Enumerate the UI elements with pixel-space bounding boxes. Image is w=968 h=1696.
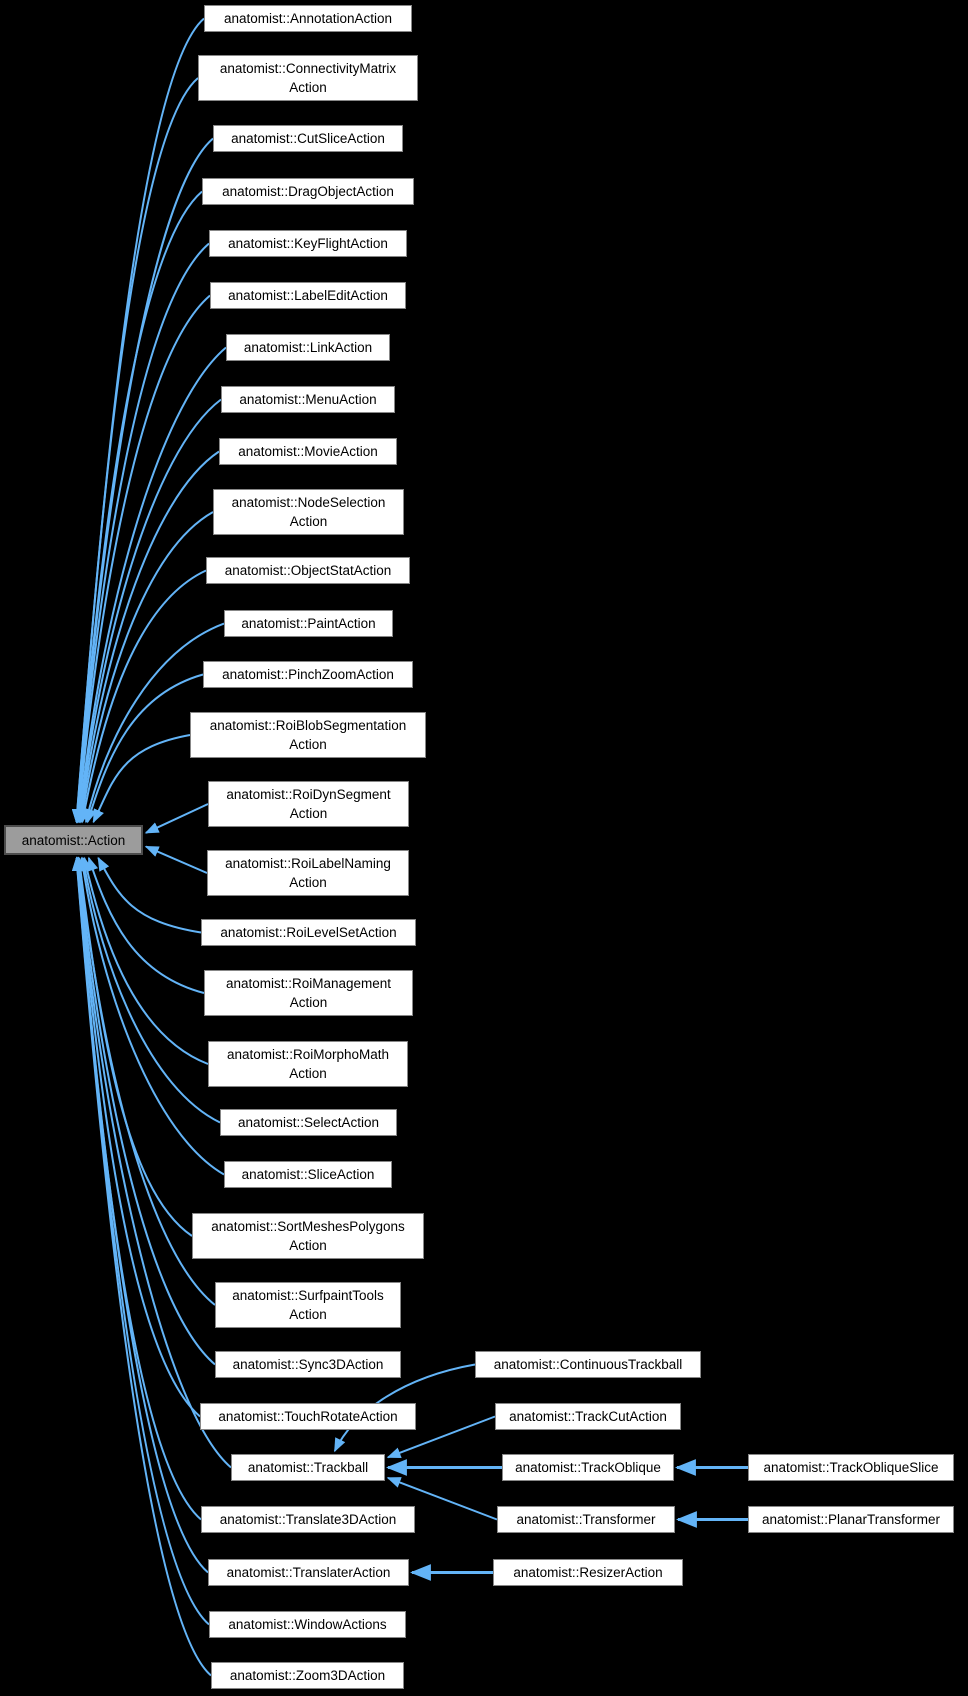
node-roi-morpho-math-action[interactable]: anatomist::RoiMorphoMath Action <box>208 1041 408 1087</box>
node-menu-action[interactable]: anatomist::MenuAction <box>221 386 395 413</box>
node-trackball[interactable]: anatomist::Trackball <box>231 1454 385 1481</box>
inheritance-edge <box>87 856 205 994</box>
node-translate3d-action[interactable]: anatomist::Translate3DAction <box>201 1506 415 1533</box>
inheritance-edge <box>79 856 221 1124</box>
inheritance-edge <box>72 856 209 1574</box>
inheritance-edge <box>144 803 209 834</box>
node-pinch-zoom-action[interactable]: anatomist::PinchZoomAction <box>203 661 413 688</box>
node-object-stat-action[interactable]: anatomist::ObjectStatAction <box>206 557 410 584</box>
inheritance-edge <box>75 398 222 824</box>
node-link-action[interactable]: anatomist::LinkAction <box>226 334 390 361</box>
node-drag-object-action[interactable]: anatomist::DragObjectAction <box>202 178 414 205</box>
inheritance-edge <box>74 346 227 824</box>
inheritance-edge <box>72 856 210 1626</box>
node-roi-blob-segmentation-action[interactable]: anatomist::RoiBlobSegmentation Action <box>190 712 426 758</box>
inheritance-edge <box>72 190 203 824</box>
node-surfpaint-tools-action[interactable]: anatomist::SurfpaintTools Action <box>215 1282 401 1328</box>
node-touch-rotate-action[interactable]: anatomist::TouchRotateAction <box>200 1403 416 1430</box>
inheritance-edge <box>74 856 216 1306</box>
inheritance-edge <box>85 673 204 824</box>
inheritance-edge <box>71 77 199 824</box>
inheritance-edge <box>97 856 202 934</box>
node-track-oblique-slice[interactable]: anatomist::TrackObliqueSlice <box>748 1454 954 1481</box>
node-track-cut-action[interactable]: anatomist::TrackCutAction <box>495 1403 681 1430</box>
node-transformer[interactable]: anatomist::Transformer <box>497 1506 675 1533</box>
node-planar-transformer[interactable]: anatomist::PlanarTransformer <box>748 1506 954 1533</box>
node-cut-slice-action[interactable]: anatomist::CutSliceAction <box>213 125 403 152</box>
inheritance-edge <box>71 856 212 1677</box>
inheritance-edge <box>92 734 191 824</box>
node-translater-action[interactable]: anatomist::TranslaterAction <box>208 1559 409 1586</box>
inheritance-edge <box>73 856 216 1366</box>
inheritance-edge <box>72 856 202 1521</box>
node-node-selection-action[interactable]: anatomist::NodeSelection Action <box>213 489 404 535</box>
inheritance-edge <box>77 511 214 824</box>
node-slice-action[interactable]: anatomist::SliceAction <box>224 1161 392 1188</box>
node-key-flight-action[interactable]: anatomist::KeyFlightAction <box>209 230 407 257</box>
node-paint-action[interactable]: anatomist::PaintAction <box>224 610 393 637</box>
node-select-action[interactable]: anatomist::SelectAction <box>220 1109 397 1136</box>
node-continuous-trackball[interactable]: anatomist::ContinuousTrackball <box>475 1351 701 1378</box>
node-track-oblique[interactable]: anatomist::TrackOblique <box>502 1454 674 1481</box>
inheritance-edge <box>144 845 208 874</box>
node-sync3d-action[interactable]: anatomist::Sync3DAction <box>215 1351 401 1378</box>
node-label-edit-action[interactable]: anatomist::LabelEditAction <box>210 282 406 309</box>
node-resizer-action[interactable]: anatomist::ResizerAction <box>493 1559 683 1586</box>
inheritance-edge <box>386 1415 496 1459</box>
node-connectivity-matrix-action[interactable]: anatomist::ConnectivityMatrix Action <box>198 55 418 101</box>
inheritance-edge <box>77 856 225 1176</box>
node-window-actions[interactable]: anatomist::WindowActions <box>209 1611 406 1638</box>
inheritance-edge <box>72 856 201 1418</box>
inheritance-edge <box>333 1363 476 1453</box>
inheritance-edge <box>73 242 210 824</box>
node-annotation-action[interactable]: anatomist::AnnotationAction <box>204 5 412 32</box>
inheritance-edge <box>76 450 220 824</box>
inheritance-edge <box>79 569 207 824</box>
inheritance-edge <box>386 1476 498 1521</box>
node-zoom3d-action[interactable]: anatomist::Zoom3DAction <box>211 1662 404 1689</box>
node-roi-dyn-segment-action[interactable]: anatomist::RoiDynSegment Action <box>208 781 409 827</box>
node-roi-management-action[interactable]: anatomist::RoiManagement Action <box>204 970 413 1016</box>
inheritance-edge <box>81 856 209 1065</box>
node-roi-label-naming-action[interactable]: anatomist::RoiLabelNaming Action <box>207 850 409 896</box>
node-movie-action[interactable]: anatomist::MovieAction <box>219 438 397 465</box>
inheritance-edge <box>83 622 225 824</box>
node-sort-meshes-polygons-action[interactable]: anatomist::SortMeshesPolygons Action <box>192 1213 424 1259</box>
node-action-base[interactable]: anatomist::Action <box>4 825 143 855</box>
inheritance-edge <box>73 294 211 824</box>
node-roi-level-set-action[interactable]: anatomist::RoiLevelSetAction <box>201 919 416 946</box>
